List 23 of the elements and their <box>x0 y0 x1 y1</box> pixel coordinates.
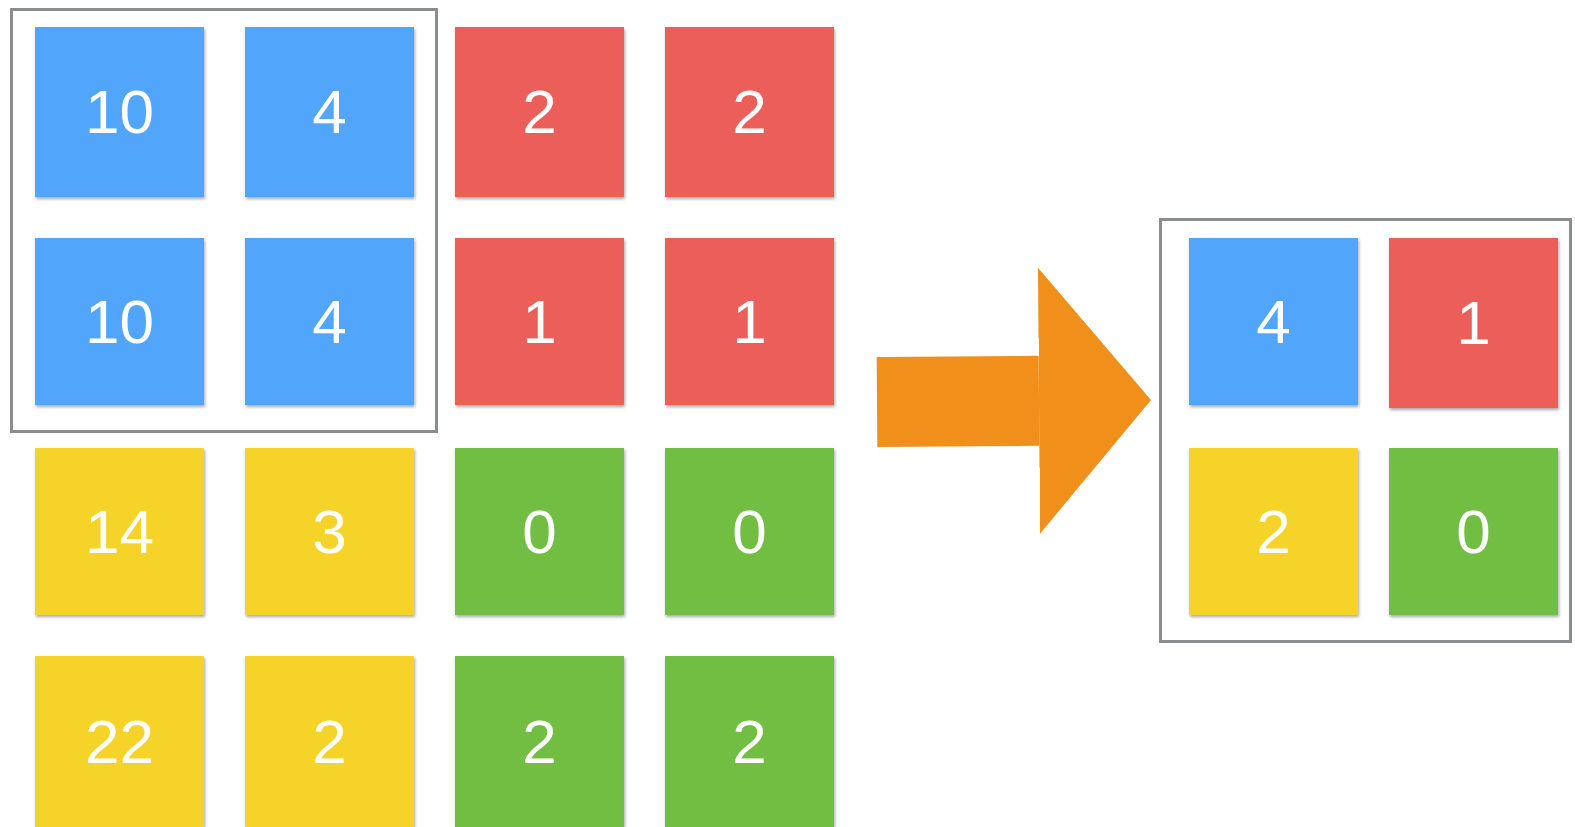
number-tile: 2 <box>455 656 624 827</box>
number-tile: 2 <box>665 656 834 827</box>
number-tile: 4 <box>245 238 414 405</box>
number-tile: 1 <box>665 238 834 405</box>
group-frame <box>1159 218 1572 643</box>
number-tile: 10 <box>35 27 204 197</box>
number-tile: 2 <box>1189 448 1358 615</box>
number-tile: 2 <box>245 656 414 827</box>
number-tile: 4 <box>245 27 414 197</box>
number-tile: 1 <box>1389 238 1558 408</box>
number-tile: 4 <box>1189 238 1358 405</box>
arrow <box>876 267 1151 534</box>
number-tile: 0 <box>455 448 624 615</box>
group-frame <box>10 8 438 433</box>
number-tile: 2 <box>455 27 624 197</box>
number-tile: 0 <box>665 448 834 615</box>
number-tile: 2 <box>665 27 834 197</box>
number-tile: 22 <box>35 656 204 827</box>
number-tile: 1 <box>455 238 624 405</box>
number-tile: 14 <box>35 448 204 615</box>
number-tile: 0 <box>1389 448 1558 615</box>
number-tile: 10 <box>35 238 204 405</box>
number-tile: 3 <box>245 448 414 615</box>
